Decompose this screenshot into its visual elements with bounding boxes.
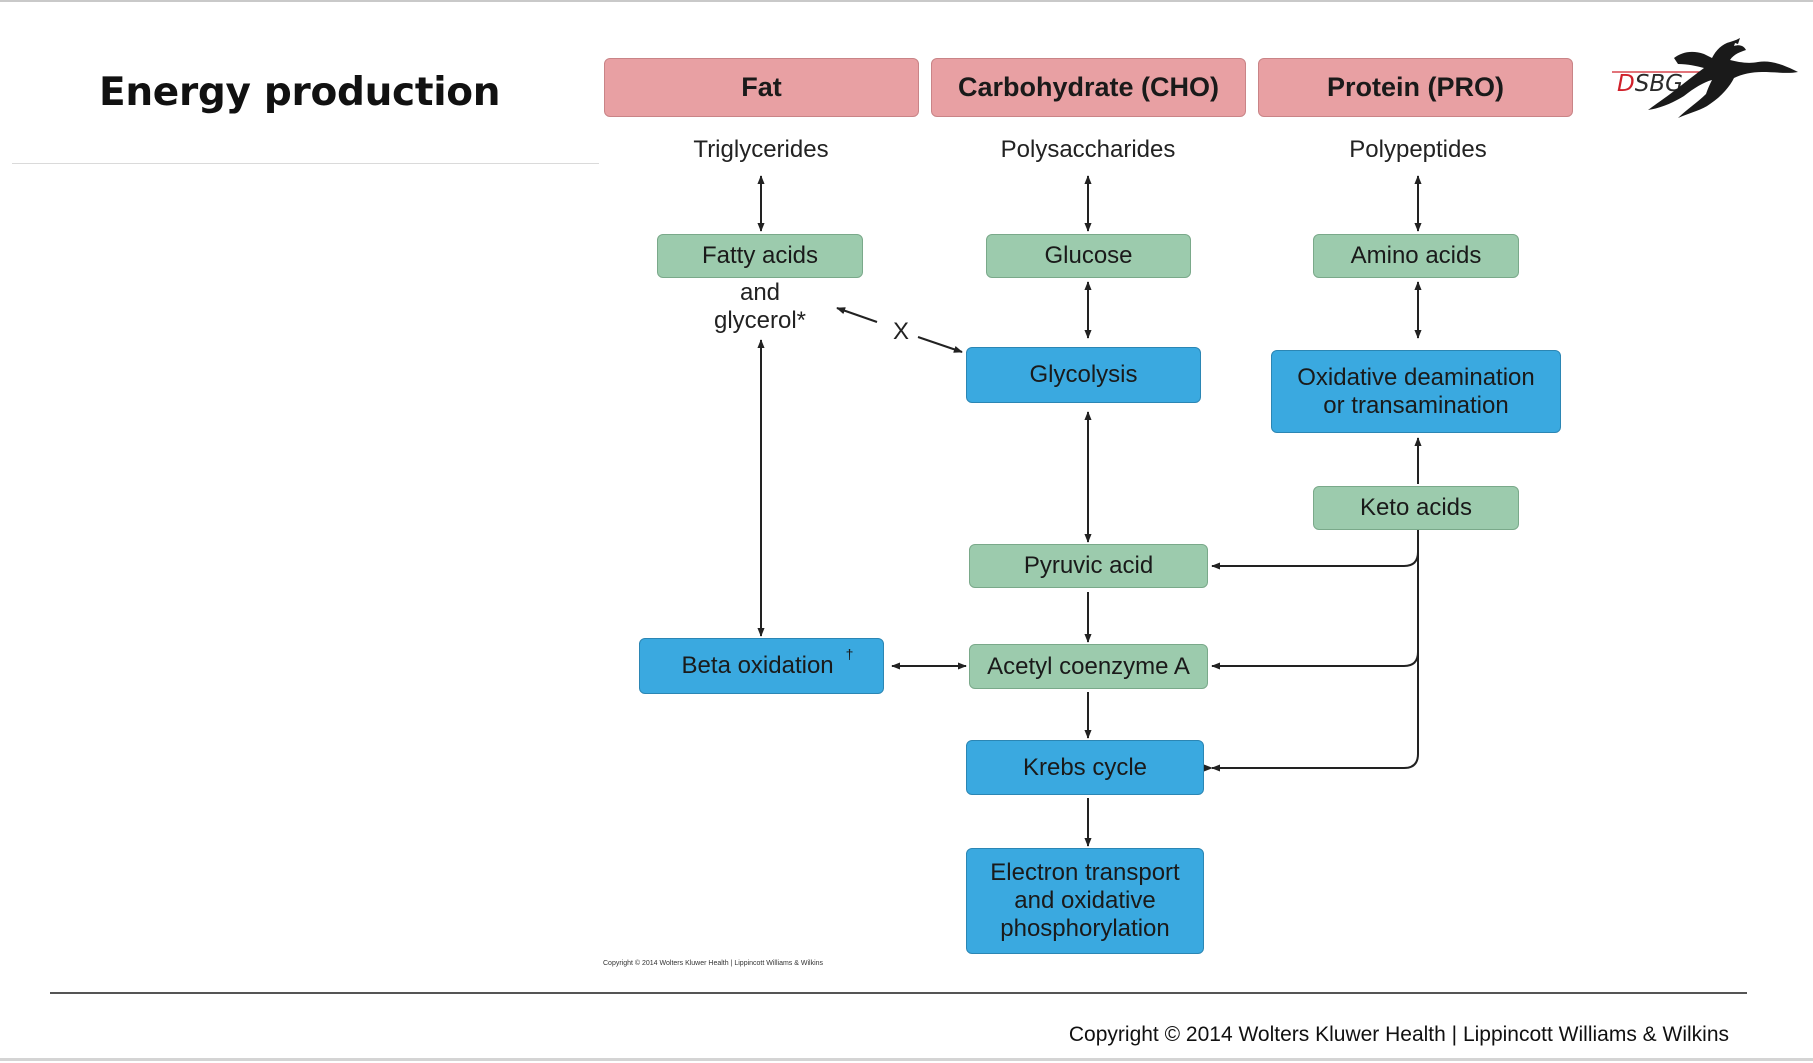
header-fat-label: Fat [741, 72, 782, 102]
node-krebs-cycle-label: Krebs cycle [1022, 753, 1148, 781]
blocked-conversion-mark: X [892, 318, 909, 345]
runner-figure-icon [1612, 38, 1798, 118]
node-amino-acids: Amino acids [1313, 234, 1519, 278]
node-oxidative-deamination: Oxidative deamination or transamination [1271, 350, 1561, 433]
deamination-line1: Oxidative deamination [1297, 363, 1535, 391]
etc-line1: Electron transport [990, 859, 1180, 886]
node-glycolysis-label: Glycolysis [1029, 361, 1138, 388]
figure-copyright: Copyright © 2014 Wolters Kluwer Health |… [603, 960, 824, 967]
node-fatty-acids: Fatty acids [657, 234, 863, 278]
node-keto-acids: Keto acids [1313, 486, 1519, 530]
node-beta-oxidation: Beta oxidation † [639, 638, 884, 694]
node-amino-acids-label: Amino acids [1350, 242, 1482, 269]
arrow-x-glycolysis [917, 336, 963, 353]
header-carbohydrate-label: Carbohydrate (CHO) [957, 72, 1220, 102]
node-beta-oxidation-label: Beta oxidation [681, 652, 834, 679]
top-border [0, 0, 1813, 2]
footer-copyright: Copyright © 2014 Wolters Kluwer Health |… [1068, 1023, 1729, 1046]
arrow-keto-branches [1212, 530, 1419, 769]
node-keto-acids-label: Keto acids [1359, 494, 1473, 521]
slide-title: Energy production [99, 70, 501, 115]
title-divider [12, 163, 599, 164]
bottom-border [0, 1058, 1813, 1061]
logo-text: DSBG [1617, 71, 1683, 97]
node-pyruvic-acid-label: Pyruvic acid [1023, 552, 1154, 579]
node-pyruvic-acid: Pyruvic acid [969, 544, 1208, 588]
fatty-acids-and: and [739, 279, 781, 306]
header-carbohydrate: Carbohydrate (CHO) [931, 58, 1246, 117]
source-polysaccharides: Polysaccharides [1000, 136, 1176, 163]
node-electron-transport: Electron transport and oxidative phospho… [966, 848, 1204, 954]
header-fat: Fat [604, 58, 919, 117]
source-triglycerides: Triglycerides [693, 136, 829, 163]
etc-line2: and oxidative [1014, 887, 1156, 914]
header-protein-label: Protein (PRO) [1326, 72, 1504, 102]
source-polypeptides: Polypeptides [1349, 136, 1487, 163]
arrow-keto-acetyl [1211, 651, 1419, 670]
node-fatty-acids-label: Fatty acids [701, 242, 819, 269]
node-acetyl-coa-label: Acetyl coenzyme A [987, 652, 1190, 680]
node-krebs-cycle: Krebs cycle [966, 740, 1204, 795]
node-glucose: Glucose [986, 234, 1191, 278]
header-protein: Protein (PRO) [1258, 58, 1573, 117]
logo-letter-d: D [1617, 71, 1635, 97]
footer-divider [50, 992, 1747, 994]
beta-oxidation-footnote-mark: † [845, 646, 854, 662]
etc-line3: phosphorylation [1000, 915, 1170, 942]
fatty-acids-glycerol: glycerol* [713, 307, 807, 334]
deamination-line2: or transamination [1323, 391, 1509, 419]
node-acetyl-coa: Acetyl coenzyme A [969, 644, 1208, 689]
node-glucose-label: Glucose [1044, 242, 1133, 269]
arrow-glycerol-x [836, 307, 878, 323]
node-glycolysis: Glycolysis [966, 347, 1201, 403]
arrow-keto-pyruvic [1211, 551, 1419, 570]
